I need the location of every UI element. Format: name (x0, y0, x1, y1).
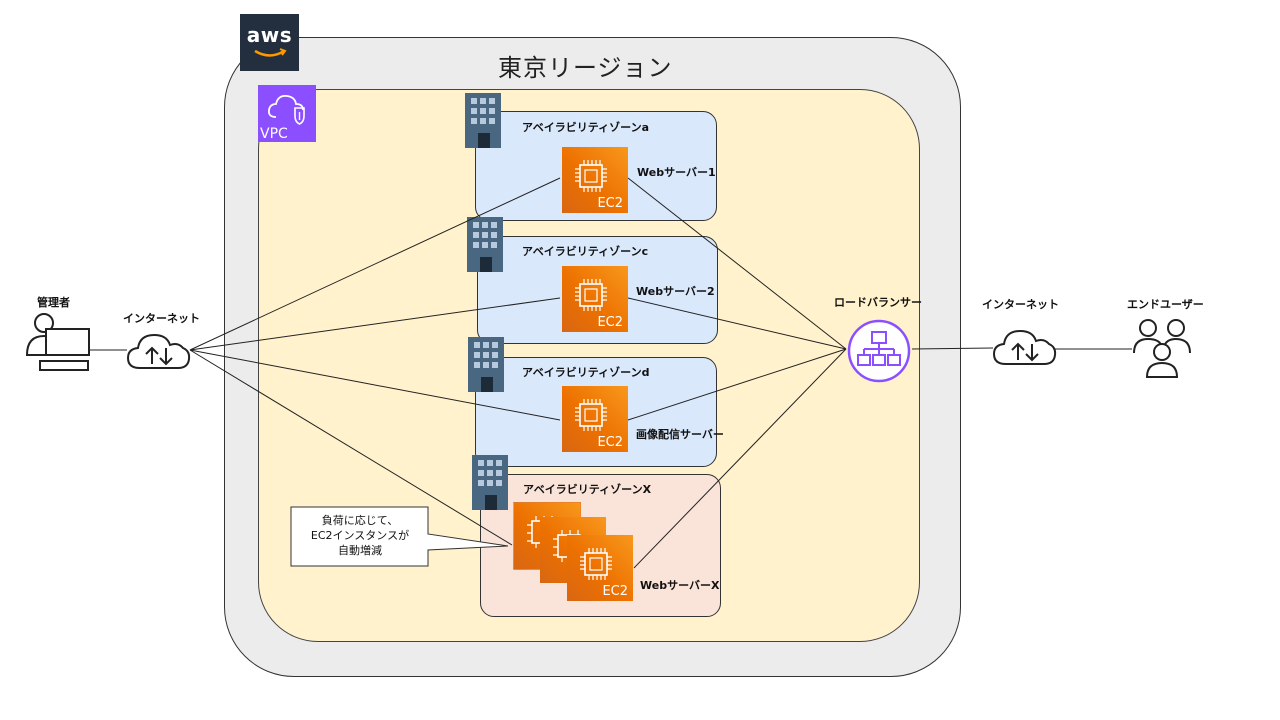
internet-right-label: インターネット (982, 298, 1059, 311)
vpc-badge: VPC (258, 85, 316, 142)
region-title: 東京リージョン (498, 54, 673, 82)
ec2-instance-icon: EC2 (567, 535, 633, 601)
load-balancer-label: ロードバランサー (834, 296, 922, 309)
ec2-label: EC2 (602, 584, 628, 599)
callout-line-3: 自動増減 (338, 544, 382, 557)
aws-smile-icon (254, 48, 287, 57)
autoscaling-callout-shape (290, 506, 509, 567)
end-user-label: エンドユーザー (1127, 298, 1204, 311)
internet-cloud-icon (126, 333, 191, 369)
building-icon (465, 93, 501, 148)
ec2-label: EC2 (597, 435, 623, 450)
az-d-label: アベイラビリティゾーンd (522, 366, 650, 379)
ec2-chip-icon (575, 160, 607, 192)
autoscaling-callout: 負荷に応じて、 EC2インスタンスが 自動増減 (292, 508, 428, 564)
server-label-web2: Webサーバー2 (636, 285, 715, 298)
building-icon (467, 217, 503, 272)
internet-left-label: インターネット (123, 312, 200, 325)
admin-user-icon (25, 313, 90, 371)
building-icon (468, 337, 504, 392)
az-x-label: アベイラビリティゾーンX (523, 483, 652, 496)
vpc-cloud-shield-icon (267, 95, 305, 125)
server-label-web1: Webサーバー1 (637, 166, 716, 179)
ec2-instance-icon: EC2 (562, 386, 628, 452)
ec2-instance-icon: EC2 (562, 147, 628, 213)
end-users-icon (1133, 319, 1191, 378)
az-a-label: アベイラビリティゾーンa (522, 121, 649, 134)
aws-logo-text: aws (246, 23, 293, 47)
ec2-chip-icon (575, 279, 607, 311)
aws-logo: aws (240, 14, 299, 71)
server-label-image: 画像配信サーバー (636, 428, 724, 441)
ec2-chip-icon (575, 399, 607, 431)
building-icon (472, 455, 508, 510)
callout-line-2: EC2インスタンスが (310, 529, 410, 542)
ec2-label: EC2 (597, 196, 623, 211)
ec2-label: EC2 (597, 315, 623, 330)
ec2-chip-icon (580, 548, 612, 580)
ec2-instance-icon: EC2 (562, 266, 628, 332)
admin-label: 管理者 (37, 296, 70, 309)
server-label-webx: WebサーバーX (640, 579, 720, 592)
load-balancer-icon (847, 319, 911, 383)
callout-line-1: 負荷に応じて、 (321, 514, 399, 527)
internet-cloud-icon (992, 329, 1057, 365)
az-c-label: アベイラビリティゾーンc (522, 245, 649, 258)
vpc-label: VPC (260, 126, 288, 142)
